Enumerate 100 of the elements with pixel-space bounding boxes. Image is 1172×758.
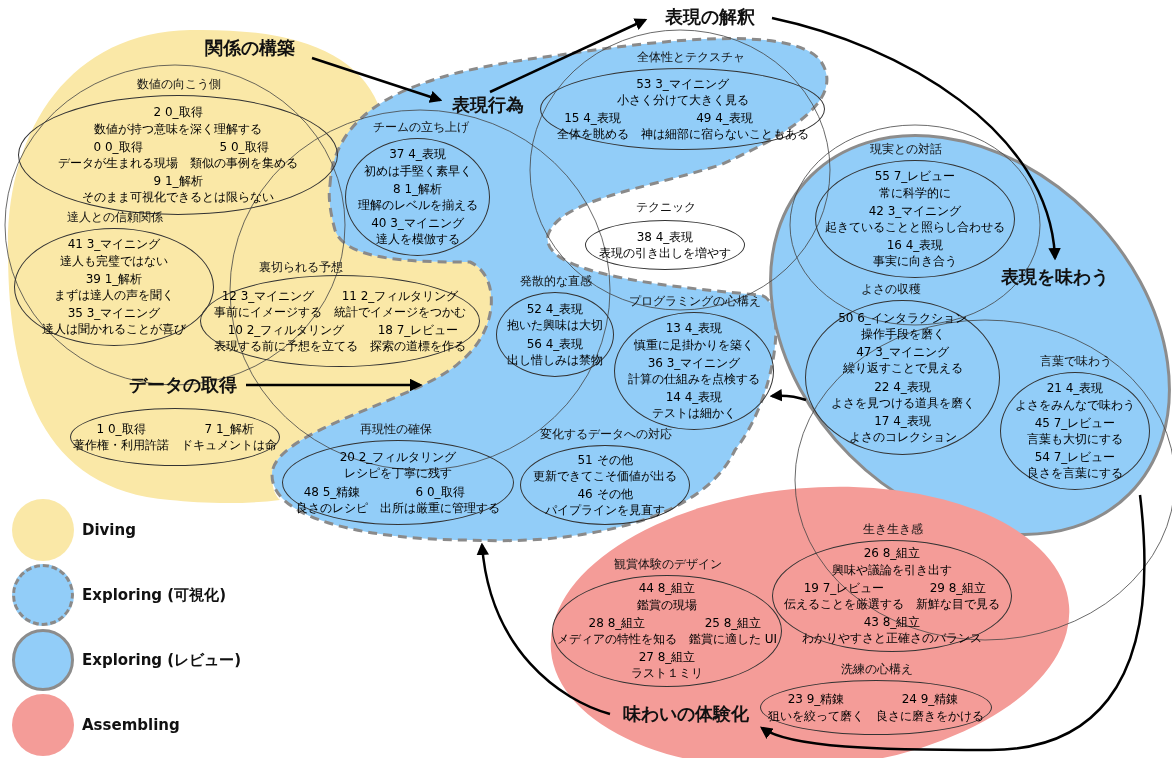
group-heading: 生き生き感 xyxy=(863,520,923,538)
item-tag: 6 0_取得 xyxy=(380,483,500,500)
item-tag: 20 2_フィルタリング xyxy=(339,449,457,466)
item-tag: 12 3_マイニング xyxy=(214,287,322,304)
item-tag: 48 5_精錬 xyxy=(296,483,368,500)
item-text: そのまま可視化できるとは限らない xyxy=(82,189,274,206)
arrow xyxy=(769,389,807,402)
item-text: よさをみんなで味わう xyxy=(1015,396,1135,413)
arrow xyxy=(246,378,423,392)
item-text: 理解のレベルを揃える xyxy=(357,197,478,214)
item-tag: 8 1_解析 xyxy=(357,180,478,197)
item-tag: 43 8_組立 xyxy=(802,614,982,631)
item-tag: 52 4_表現 xyxy=(507,301,603,318)
item-text: 統計でイメージをつかむ xyxy=(334,303,466,320)
item-text: パイプラインを見直す xyxy=(545,502,665,519)
item-text: 慎重に足掛かりを築く xyxy=(634,336,754,353)
item-tag: 49 4_表現 xyxy=(640,110,809,127)
item-text: ドキュメントは命 xyxy=(181,437,277,454)
item-text: 常に科学的に xyxy=(878,184,952,201)
item-text: 表現する前に予想を立てる xyxy=(214,338,358,355)
item-tag: 55 7_レビュー xyxy=(874,168,956,185)
item-text: 著作権・利用許諾 xyxy=(73,437,169,454)
stage-label: データの取得 xyxy=(120,372,245,398)
item-text: 出所は厳重に管理する xyxy=(380,499,500,516)
item-text: 全体を眺める xyxy=(556,126,629,143)
arrow xyxy=(311,56,443,103)
group-heading: 数値の向こう側 xyxy=(137,75,221,93)
item-tag: 45 7_レビュー xyxy=(1027,414,1123,431)
item-text: 新鮮な目で見る xyxy=(916,596,1000,613)
item-tag: 14 4_表現 xyxy=(652,389,736,406)
legend-label: Assembling xyxy=(82,716,180,734)
item-tag: 39 1_解析 xyxy=(54,270,174,287)
arrow xyxy=(477,542,611,716)
item-text: 類似の事例を集める xyxy=(190,155,298,172)
legend-label: Exploring (可視化) xyxy=(82,585,226,605)
item-text: レシピを丁寧に残す xyxy=(343,465,453,482)
group-heading: 観賞体験のデザイン xyxy=(614,555,722,573)
item-text: 伝えることを厳選する xyxy=(784,596,904,613)
item-tag: 18 7_レビュー xyxy=(370,322,466,339)
item-tag: 51 その他 xyxy=(533,451,677,468)
item-tag: 41 3_マイニング xyxy=(60,236,168,253)
item-text: 良さを言葉にする xyxy=(1027,465,1123,482)
item-tag: 53 3_マイニング xyxy=(616,75,749,92)
item-tag: 11 2_フィルタリング xyxy=(334,287,466,304)
item-tag: 28 8_組立 xyxy=(556,614,677,631)
group-heading: 全体性とテクスチャ xyxy=(637,48,745,66)
group-heading: 現実との対話 xyxy=(870,140,942,158)
item-tag: 1 0_取得 xyxy=(73,420,169,437)
item-tag: 25 8_組立 xyxy=(688,614,778,631)
item-text: 起きていることと照らし合わせる xyxy=(825,219,1005,236)
item-tag: 38 4_表現 xyxy=(599,228,731,245)
item-text: 事実に向き合う xyxy=(873,253,957,270)
item-tag: 56 4_表現 xyxy=(507,335,603,352)
item-tag: 16 4_表現 xyxy=(873,237,957,254)
item-text: メディアの特性を知る xyxy=(556,631,677,648)
item-tag: 42 3_マイニング xyxy=(825,202,1005,219)
item-text: 初めは手堅く素早く xyxy=(363,162,472,179)
stage-label: 表現を味わう xyxy=(990,262,1120,292)
legend-label: Exploring (レビュー) xyxy=(82,650,241,670)
item-text: 良さに磨きをかける xyxy=(876,707,984,724)
item-text: 操作手段を磨く xyxy=(859,325,946,343)
item-tag: 21 4_表現 xyxy=(1015,380,1135,397)
item-text: 出し惜しみは禁物 xyxy=(507,351,603,368)
stage-label: 関係の構築 xyxy=(190,35,310,61)
item-tag: 9 1_解析 xyxy=(82,173,274,190)
item-text: 抱いた興味は大切 xyxy=(507,317,603,334)
item-text: 達人も完璧ではない xyxy=(60,252,168,269)
item-tag: 13 4_表現 xyxy=(634,320,754,337)
group-heading: 変化するデータへの対応 xyxy=(540,425,672,443)
item-text: 更新できてこそ価値が出る xyxy=(533,467,677,484)
arrow xyxy=(759,494,1146,752)
item-tag: 2 0_取得 xyxy=(94,104,262,121)
item-tag: 29 8_組立 xyxy=(916,579,1000,596)
legend-label: Diving xyxy=(82,521,136,539)
item-tag: 22 4_表現 xyxy=(830,378,975,395)
item-text: データが生まれる現場 xyxy=(58,155,178,172)
item-tag: 37 4_表現 xyxy=(363,146,472,163)
item-text: ラスト１ミリ xyxy=(631,665,703,682)
item-tag: 36 3_マイニング xyxy=(628,354,760,371)
item-text: 神は細部に宿らないこともある xyxy=(640,126,809,143)
item-text: 良さのレシピ xyxy=(296,499,368,516)
item-text: 狙いを絞って磨く xyxy=(768,707,864,724)
item-text: 達人を模倣する xyxy=(374,231,461,248)
group-heading: よさの収穫 xyxy=(861,280,921,298)
item-tag: 19 7_レビュー xyxy=(784,579,904,596)
group-heading: 言葉で味わう xyxy=(1040,352,1112,370)
arrow xyxy=(489,18,648,94)
item-text: 探索の道標を作る xyxy=(370,338,466,355)
item-text: 繰り返すことで見える xyxy=(842,360,963,377)
item-text: 興味や議論を引き出す xyxy=(832,561,952,578)
item-text: テストは細かく xyxy=(652,405,736,422)
group-heading: 発散的な直感 xyxy=(520,272,592,290)
item-tag: 0 0_取得 xyxy=(58,138,178,155)
item-tag: 24 9_精錬 xyxy=(876,691,984,708)
stage-label: 味わいの体験化 xyxy=(612,700,760,728)
group-heading: テクニック xyxy=(636,198,696,216)
item-text: 数値が持つ意味を深く理解する xyxy=(94,120,262,137)
item-tag: 5 0_取得 xyxy=(190,138,298,155)
item-text: よさを見つける道具を磨く xyxy=(830,394,975,411)
arrow xyxy=(771,16,1060,261)
